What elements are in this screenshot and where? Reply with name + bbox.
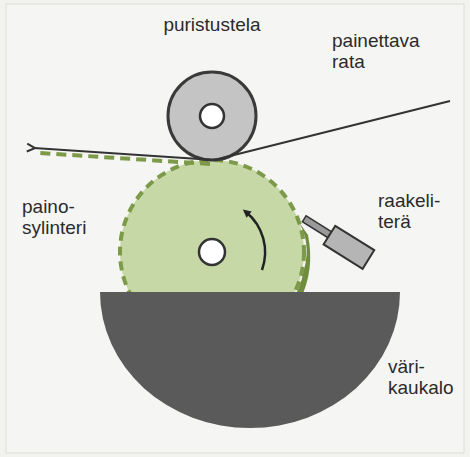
part-label: raakeli- terä [378,190,458,233]
frame [6,4,464,453]
part-label: väri- kaukalo [388,356,460,399]
ink-trough [100,292,400,428]
impression-roller [168,72,256,160]
doctor-blade [298,210,374,269]
part-label: puristustela [142,14,282,35]
part-label: paino- sylinteri [22,196,108,239]
printed-web [34,101,450,164]
part-label: painettava rata [332,30,442,73]
